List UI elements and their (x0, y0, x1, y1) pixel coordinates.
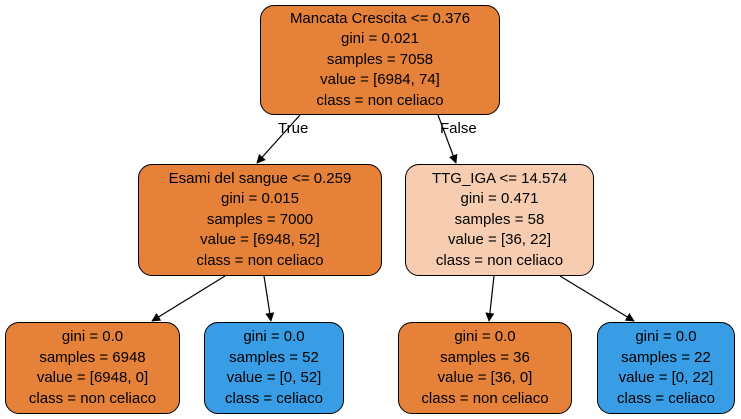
node-text-line: samples = 6948 (39, 348, 146, 366)
node-text-line: value = [6948, 0] (36, 369, 149, 386)
node-left: Esami del sangue <= 0.259 gini = 0.015 sam… (138, 164, 382, 276)
node-text-line: class = non celiaco (196, 251, 324, 269)
node-text-line: value = [6948, 52] (200, 231, 320, 249)
node-text-line: class = celiaco (225, 389, 323, 407)
node-text-line: gini = 0.471 (460, 190, 539, 208)
node-root: Mancata Crescita <= 0.376 gini = 0.021 sam… (260, 5, 500, 115)
node-text-line: gini = 0.0 (243, 328, 305, 345)
node-text-line: class = non celiaco (435, 251, 564, 269)
node-right-left-leaf: gini = 0.0 samples = 36 value = [36, 0] cla… (398, 322, 572, 414)
node-text-line: value = [36, 0] (437, 369, 533, 386)
node-left-right-leaf: gini = 0.0 samples = 52 value = [0, 52] cla… (204, 322, 344, 414)
node-text-line: gini = 0.0 (454, 328, 516, 345)
edge-root-left (256, 114, 301, 164)
node-text-line: gini = 0.015 (221, 190, 299, 208)
edge-label-true: True (278, 120, 309, 137)
node-text-line: gini = 0.0 (61, 328, 124, 345)
edge-right-rl (485, 275, 495, 322)
node-text-line: class = non celiaco (28, 389, 157, 407)
edge-root-right (437, 114, 458, 164)
node-text-line: class = non celiaco (421, 389, 549, 407)
node-right-right-leaf: gini = 0.0 samples = 22 value = [0, 22] cla… (597, 322, 735, 414)
node-text-line: value = [6984, 74] (320, 71, 440, 89)
node-text-line: samples = 7000 (206, 210, 314, 228)
node-text-line: Esami del sangue <= 0.259 (168, 169, 352, 187)
edge-left-ll (151, 275, 226, 322)
node-text-line: value = [0, 22] (618, 369, 714, 386)
node-text-line: samples = 22 (621, 348, 711, 366)
node-text-line: value = [36, 22] (448, 231, 551, 249)
node-text-line: Mancata Crescita <= 0.376 (289, 9, 471, 27)
node-text-line: samples = 36 (440, 348, 530, 366)
edge-label-false: False (440, 120, 477, 137)
node-text-line: samples = 58 (454, 210, 545, 228)
node-text-line: class = non celiaco (316, 91, 444, 109)
node-text-line: samples = 52 (229, 348, 319, 366)
node-right: TTG_IGA <= 14.574 gini = 0.471 samples = 5… (405, 164, 594, 276)
edge-right-rr (559, 275, 635, 322)
edge-left-lr (263, 275, 275, 322)
node-text-line: samples = 7058 (326, 50, 434, 68)
node-text-line: gini = 0.021 (341, 30, 419, 48)
node-text-line: gini = 0.0 (635, 328, 697, 345)
node-left-left-leaf: gini = 0.0 samples = 6948 value = [6948, 0… (5, 322, 180, 414)
node-text-line: TTG_IGA <= 14.574 (431, 169, 568, 187)
node-text-line: value = [0, 52] (226, 369, 322, 386)
node-text-line: class = celiaco (617, 389, 715, 407)
